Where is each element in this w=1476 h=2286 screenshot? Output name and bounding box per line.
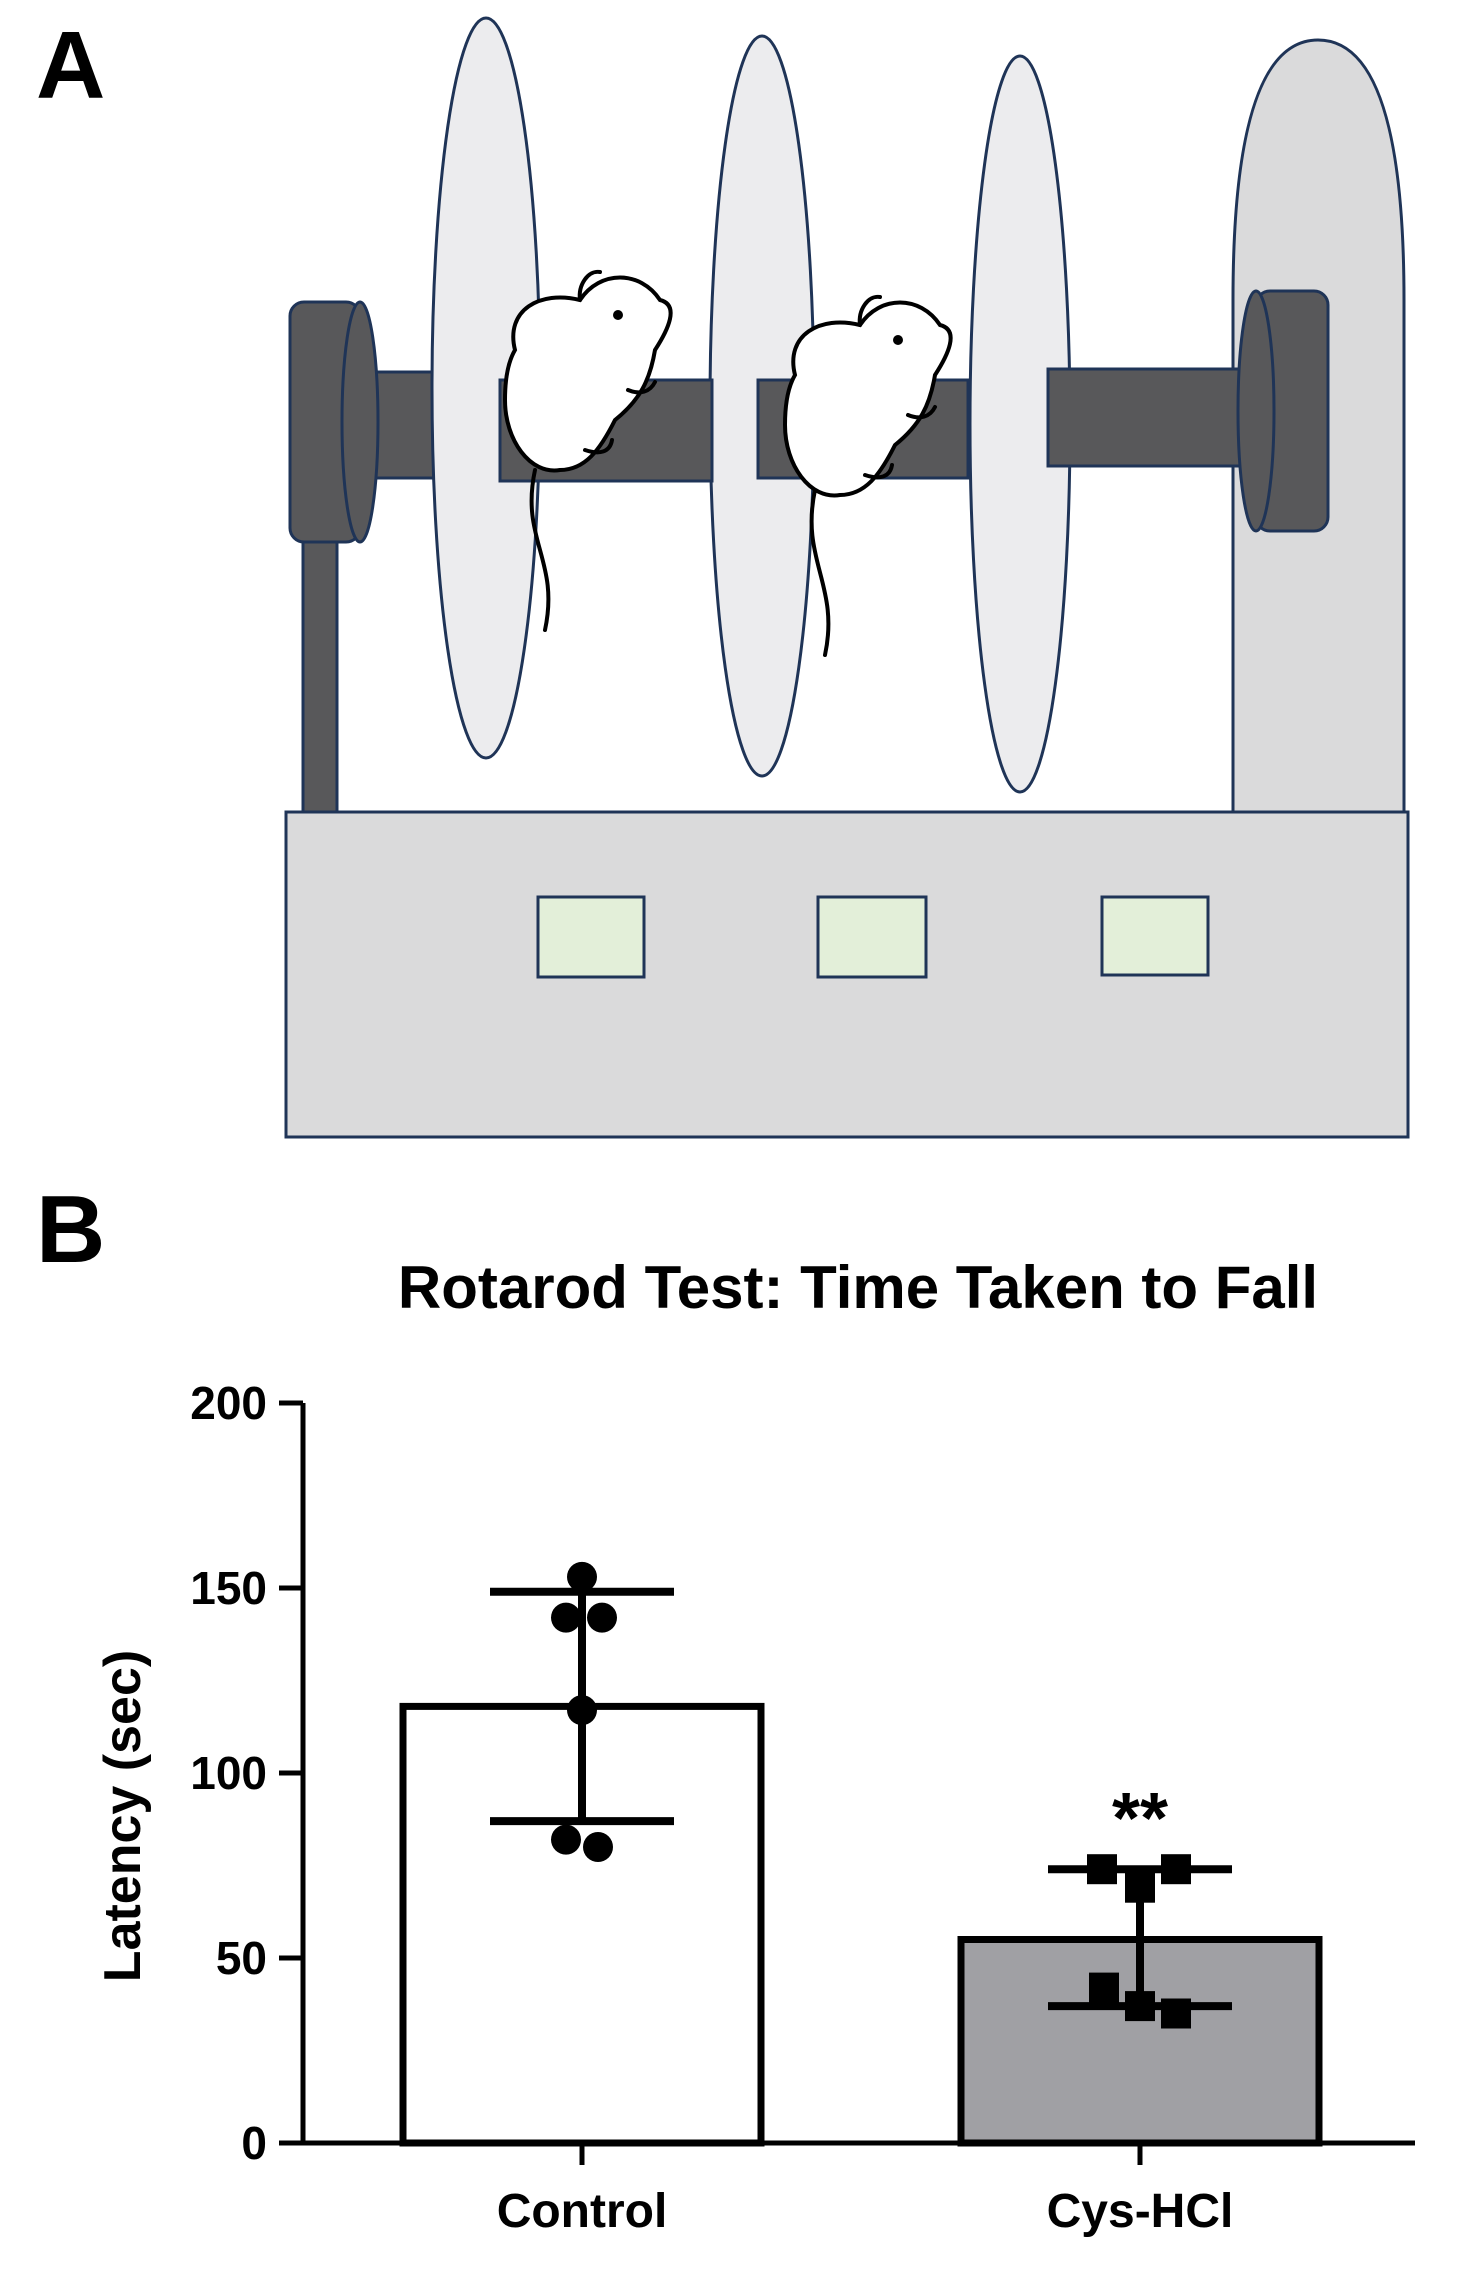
y-axis-label: Latency (sec) xyxy=(94,1650,152,1982)
data-point xyxy=(551,1824,581,1855)
mouse-2-eye xyxy=(893,335,903,345)
data-point xyxy=(1089,1972,1119,2003)
axes: Control Cys-HCl 0 50 100 150 200 xyxy=(190,1377,1415,2238)
left-hub-face xyxy=(340,300,380,544)
rotarod-apparatus xyxy=(284,16,1410,1139)
left-support-post xyxy=(301,498,339,822)
panel-b: B Rotarod Test: Time Taken to Fall ** Co… xyxy=(36,1176,1415,2238)
rod-front-3 xyxy=(1046,367,1258,468)
display-panel-3 xyxy=(1100,895,1210,977)
bars xyxy=(399,1702,1323,2147)
data-point xyxy=(1125,1872,1155,1903)
data-point xyxy=(551,1602,581,1633)
display-panel-1 xyxy=(536,895,646,979)
panel-b-letter: B xyxy=(36,1176,105,1283)
chart-plot: ** Control Cys-HCl 0 50 100 150 200 xyxy=(190,1377,1415,2238)
mouse-2-tail xyxy=(809,488,831,657)
mouse-1-forepaw xyxy=(626,380,657,395)
mouse-1-eye xyxy=(613,310,623,320)
y-tick-label: 150 xyxy=(190,1562,267,1614)
x-tick-label: Cys-HCl xyxy=(1047,2185,1234,2238)
panel-a-letter: A xyxy=(36,12,105,119)
mouse-2-hindpaw xyxy=(863,463,894,480)
y-tick-label: 0 xyxy=(241,2117,267,2169)
chart-title: Rotarod Test: Time Taken to Fall xyxy=(398,1254,1318,1321)
x-tick-label: Control xyxy=(497,2185,668,2238)
data-point xyxy=(1161,1854,1191,1885)
mouse-1-ear xyxy=(577,269,602,302)
mouse-2 xyxy=(782,294,953,657)
data-point xyxy=(587,1602,617,1633)
mouse-1-hindpaw xyxy=(583,438,614,455)
data-point xyxy=(567,1695,597,1726)
annotations: ** xyxy=(1112,1779,1168,1859)
data-point xyxy=(1087,1854,1117,1885)
data-points xyxy=(551,1561,1191,2029)
y-tick-label: 50 xyxy=(216,1932,267,1984)
data-point xyxy=(1125,1991,1155,2022)
data-point xyxy=(1161,1998,1191,2029)
data-point xyxy=(583,1832,613,1862)
mouse-2-forepaw xyxy=(906,405,937,420)
significance-annotation: ** xyxy=(1112,1779,1168,1859)
right-hub-face xyxy=(1236,289,1276,533)
mouse-2-ear xyxy=(857,294,882,327)
display-panel-2 xyxy=(816,895,928,979)
y-tick-label: 200 xyxy=(190,1377,267,1429)
panel-a: A xyxy=(36,12,1410,1139)
y-tick-label: 100 xyxy=(190,1747,267,1799)
mouse-1 xyxy=(502,269,673,632)
data-point xyxy=(567,1561,597,1592)
mouse-1-tail xyxy=(529,468,551,632)
